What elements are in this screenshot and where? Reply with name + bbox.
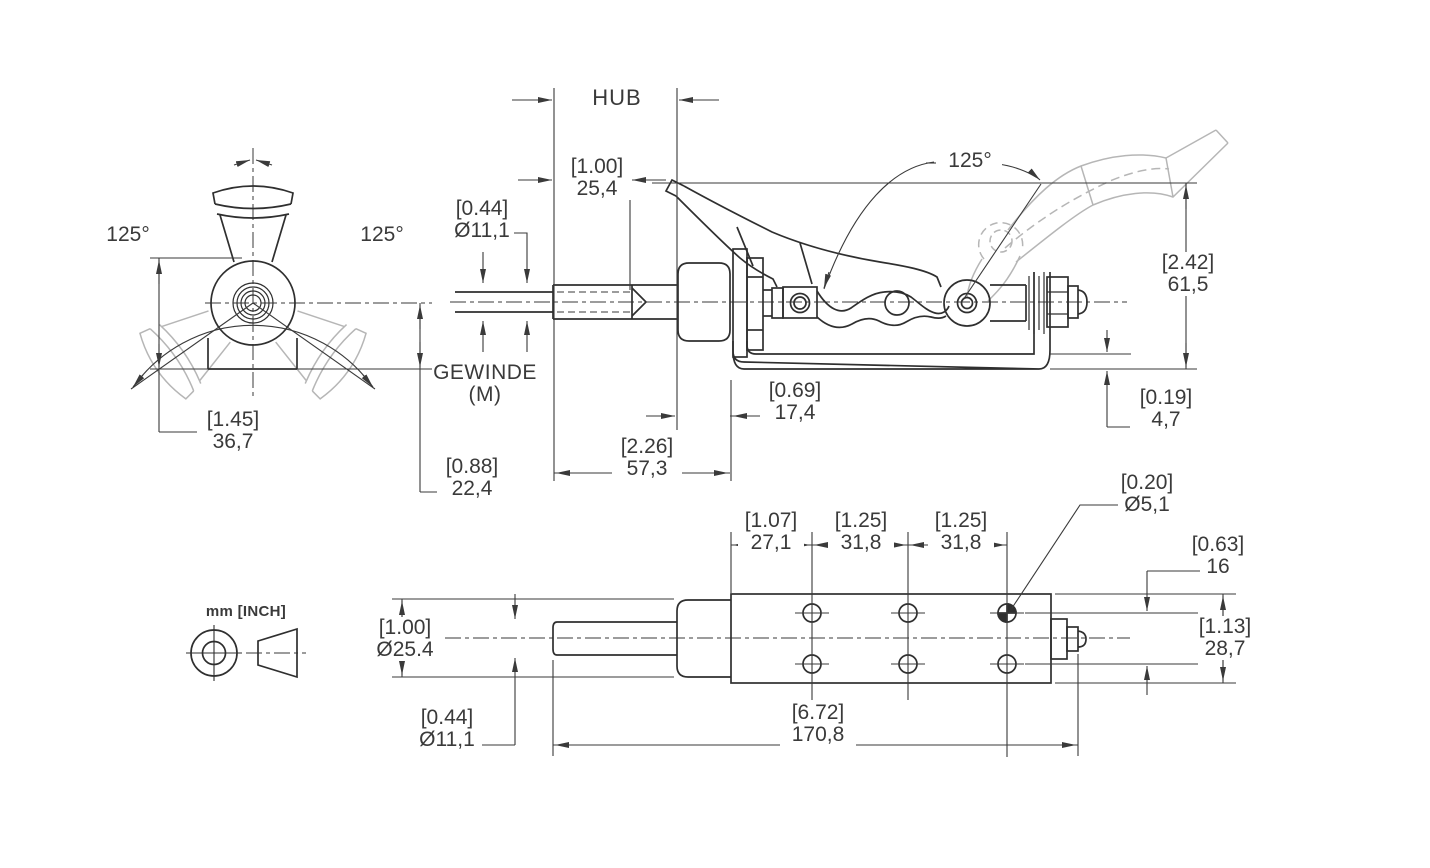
thread-size: (M) [468,383,502,406]
dim-inch: [1.00] [378,616,432,639]
dim-hole-diameter: [0.20] Ø5,1 [1112,472,1182,516]
dim-inch: [1.07] [744,509,798,532]
dim-mm: Ø11,1 [454,219,510,242]
dim-mm: 27,1 [750,531,792,554]
dim-side-open-height: [2.42] 61,5 [1154,252,1222,296]
dim-hole-row-gap: [0.63] 16 [1186,534,1250,578]
dim-hole-pitch-2: [1.25] 31,8 [828,510,894,554]
front-angle-right-label: 125° [360,223,404,246]
dim-inch: [0.20] [1120,471,1174,494]
dim-inch: [2.42] [1161,251,1215,274]
dim-inch: [0.63] [1191,533,1245,556]
centerlines [205,148,1130,654]
dim-inch: [1.25] [934,509,988,532]
dim-side-rod-diameter: [0.44] Ø11,1 [444,198,520,242]
thread-word: GEWINDE [433,361,537,384]
dim-hole-pitch-3: [1.25] 31,8 [928,510,994,554]
projection-symbol-icon [186,625,298,681]
dim-mm: 31,8 [940,531,982,554]
dim-mm: Ø5,1 [1124,493,1170,516]
dim-overall-length: [6.72] 170,8 [780,702,856,746]
dim-inch: [0.44] [420,706,474,729]
dim-inch: [1.00] [570,155,624,178]
dim-inch: [0.44] [455,197,509,220]
dim-mm: 31,8 [840,531,882,554]
dim-side-bracket-offset: [0.69] 17,4 [760,380,830,424]
dim-inch: [0.69] [768,379,822,402]
dim-mm: 61,5 [1167,273,1209,296]
dim-inch: [2.26] [620,435,674,458]
dim-bottom-rod-diameter: [0.44] Ø11,1 [410,707,484,751]
dim-mm: 16 [1206,555,1230,578]
dim-inch: [1.45] [206,408,260,431]
dim-side-front-length: [2.26] 57,3 [612,436,682,480]
thread-callout: GEWINDE (M) [432,362,538,406]
dim-mm: 36,7 [212,430,254,453]
dim-inch: [1.13] [1198,615,1252,638]
dim-side-base-thickness: [0.19] 4,7 [1132,387,1200,431]
dim-front-center-to-base: [0.88] 22,4 [436,456,508,500]
dim-plate-width: [1.13] 28,7 [1192,616,1258,660]
hub-stroke-label: HUB [586,87,648,109]
dim-mm: Ø25.4 [376,638,434,661]
dim-inch: [6.72] [791,701,845,724]
dim-mm: 57,3 [626,457,668,480]
side-view-drawing [455,178,1088,370]
dim-front-width: [1.45] 36,7 [198,409,268,453]
dim-inch: [0.88] [445,455,499,478]
dim-inch: [0.19] [1139,386,1193,409]
dim-mm: 170,8 [791,723,845,746]
dim-inch: [1.25] [834,509,888,532]
hidden-lines [557,291,630,313]
dimension-arrows [132,97,1226,748]
units-legend: mm [INCH] [205,603,287,620]
dim-mm: Ø11,1 [419,728,475,751]
dim-mm: 17,4 [774,401,816,424]
dim-side-stroke: [1.00] 25,4 [562,156,632,200]
dim-hole-pitch-1: [1.07] 27,1 [738,510,804,554]
dim-mm: 28,7 [1204,637,1246,660]
dim-mm: 22,4 [451,477,493,500]
dim-mm: 4,7 [1151,408,1181,431]
front-angle-left-label: 125° [106,223,150,246]
clamp-outlines [186,178,1088,684]
dim-mm: 25,4 [576,177,618,200]
front-view-drawing [207,185,298,370]
side-angle-label: 125° [938,150,1002,172]
dim-bottom-body-diameter: [1.00] Ø25.4 [370,617,440,661]
